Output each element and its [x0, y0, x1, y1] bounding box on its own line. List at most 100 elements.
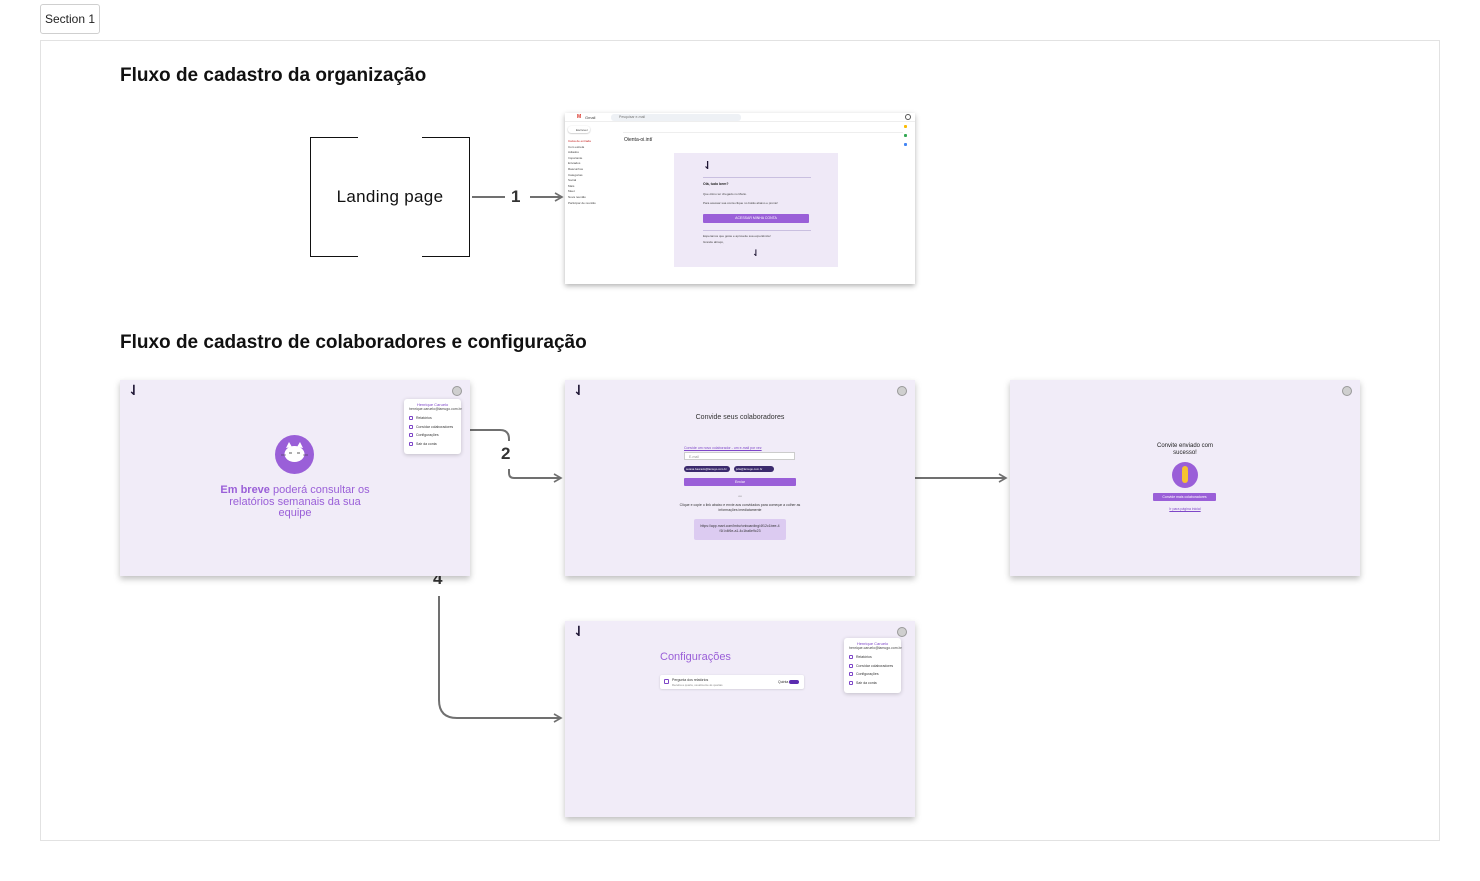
config-row-title: Pergunta dos relatórios — [672, 678, 709, 682]
raised-hand-icon — [1182, 466, 1188, 483]
menu-item-settings[interactable]: Configurações — [849, 670, 896, 679]
account-icon[interactable] — [905, 114, 911, 120]
invite-or-divider: ou — [738, 494, 742, 498]
step-2-number: 2 — [501, 444, 511, 463]
invite-link-box[interactable]: https://app.mart.com/lmbv/onboarding/4f1… — [694, 519, 786, 540]
sidebar-item-important[interactable]: Importante — [568, 155, 583, 160]
home-message-bold: Em breve — [220, 484, 270, 496]
send-invite-button[interactable]: Enviar — [684, 478, 796, 486]
email-search-input[interactable]: Pesquisar e-mail — [611, 114, 741, 121]
menu-item-invite-label: Convidar colaboradores — [856, 663, 894, 668]
success-title: Convite enviado com sucesso! — [1156, 443, 1214, 456]
celebration-hand-icon — [1172, 462, 1198, 488]
sidebar-item-more[interactable]: Mais — [568, 183, 575, 188]
connector-2-a — [451, 429, 510, 441]
calendar-icon — [664, 679, 669, 684]
brand-logo-icon: ⇃ — [573, 383, 585, 399]
config-toggle[interactable] — [789, 680, 799, 684]
email-card-divider-2 — [703, 230, 811, 231]
invite-title: Convide seus colaboradores — [695, 414, 785, 421]
meet-join[interactable]: Participar de reunião — [568, 200, 596, 205]
invite-field-label: Convide um novo colaborador - um e-mail … — [684, 446, 762, 450]
landing-page-node[interactable]: Landing page — [310, 137, 470, 257]
success-screen[interactable]: Convite enviado com sucesso! Convide mai… — [1010, 380, 1360, 576]
menu-item-invite[interactable]: Convidar colaboradores — [409, 423, 456, 432]
menu-item-invite-label: Convidar colaboradores — [416, 424, 454, 429]
keep-icon[interactable] — [904, 125, 907, 128]
sidebar-item-inbox[interactable]: Caixa de entrada — [568, 139, 591, 143]
brand-logo-icon: ⇃ — [573, 624, 585, 640]
user-menu-name: Henrique Caruelo — [416, 402, 449, 407]
landing-page-label: Landing page — [336, 187, 444, 206]
invite-chip-1[interactable]: seiana.baurado@lamugo.com.br — [684, 466, 730, 472]
menu-item-invite[interactable]: Convidar colaboradores — [849, 662, 896, 671]
email-sidebar: Caixa de entrada Com estrela Adiados Imp… — [568, 139, 608, 206]
invite-icon — [849, 663, 853, 668]
sidebar-item-categories[interactable]: Categorias — [568, 172, 583, 177]
section-label[interactable]: Section 1 — [40, 4, 100, 34]
email-search-placeholder: Pesquisar e-mail — [619, 115, 646, 119]
menu-item-reports[interactable]: Relatórios — [849, 653, 896, 662]
sidebar-item-drafts[interactable]: Rascunhos — [568, 166, 584, 171]
invite-screen[interactable]: ⇃ Convide seus colaboradores Convide um … — [565, 380, 915, 576]
email-body-2: Para acessar sua conta clique no botão a… — [703, 201, 779, 205]
brand-logo-icon: ⇃ — [128, 383, 140, 399]
access-account-button[interactable]: ACESSAR MINHA CONTA — [703, 214, 809, 223]
compose-button[interactable]: Escrever — [568, 126, 590, 133]
menu-item-logout-label: Sair da conta — [416, 441, 437, 446]
landing-page-bracket — [310, 137, 470, 257]
invite-chip-1-label: seiana.baurado@lamugo.com.br — [686, 467, 727, 471]
menu-item-logout[interactable]: Sair da conta — [409, 440, 456, 449]
compose-label: Escrever — [576, 127, 588, 132]
user-avatar[interactable] — [897, 627, 907, 637]
gmail-logo-icon: M — [577, 114, 582, 120]
sidebar-item-snoozed[interactable]: Adiados — [568, 150, 579, 155]
tasks-icon[interactable] — [904, 134, 907, 137]
menu-item-logout-label: Sair da conta — [856, 680, 877, 685]
invite-more-button[interactable]: Convide mais colaboradores — [1153, 493, 1216, 501]
invite-email-placeholder: E-mail — [689, 454, 699, 459]
user-avatar[interactable] — [897, 386, 907, 396]
invite-email-input[interactable]: E-mail — [684, 452, 795, 460]
menu-item-logout[interactable]: Sair da conta — [849, 679, 896, 688]
sidebar-item-sent[interactable]: Enviados — [568, 161, 581, 166]
email-card: ⇃ Olá, tudo bem? Que ótimo ter chegado n… — [674, 153, 838, 267]
section-frame — [40, 40, 1440, 841]
email-signature: Grande abraço, — [703, 240, 724, 244]
invite-chip-2[interactable]: julia@lamugo.com.br — [734, 466, 774, 472]
cat-face-icon — [281, 442, 308, 462]
menu-item-reports[interactable]: Relatórios — [409, 414, 456, 423]
config-row-value: Quinta — [778, 680, 789, 684]
menu-item-reports-label: Relatórios — [856, 655, 872, 659]
user-avatar[interactable] — [452, 386, 462, 396]
invite-link-text: https://app.mart.com/lmbv/onboarding/4f1… — [700, 524, 780, 533]
connector-2-b — [508, 469, 563, 483]
go-home-link[interactable]: Ir para página inicial — [1169, 507, 1201, 511]
gear-icon — [849, 672, 853, 677]
logout-icon — [849, 680, 853, 685]
sidebar-item-starred[interactable]: Com estrela — [568, 144, 585, 149]
email-closing: Esperamos que goste e aproveite sua expe… — [703, 234, 771, 238]
meet-label: Meet — [568, 189, 575, 194]
menu-item-settings[interactable]: Configurações — [409, 431, 456, 440]
email-body: Que ótimo ter chegado no Mario. — [703, 192, 747, 196]
menu-item-settings-label: Configurações — [416, 433, 439, 437]
contacts-icon[interactable] — [904, 143, 907, 146]
config-screen[interactable]: ⇃ Configurações Pergunta dos relatórios … — [565, 621, 915, 817]
sidebar-item-social[interactable]: Social — [568, 178, 577, 183]
home-message-rest: poderá consultar os relatórios semanais … — [229, 484, 370, 519]
home-screen[interactable]: ⇃ Henrique Caruelo henrique.caruelo@lamu… — [120, 380, 470, 576]
config-row[interactable]: Pergunta dos relatórios Receba a quarta,… — [660, 675, 804, 689]
email-screen[interactable]: M Gmail Pesquisar e-mail Escrever Caixa … — [565, 113, 915, 284]
meet-new[interactable]: Nova reunião — [568, 194, 586, 199]
reports-icon — [849, 655, 853, 660]
reports-icon — [409, 416, 413, 421]
logout-icon — [409, 441, 413, 446]
brand-logo-icon: ⇃ — [703, 159, 713, 172]
user-avatar[interactable] — [1342, 386, 1352, 396]
heading-org-flow: Fluxo de cadastro da organização — [120, 65, 427, 86]
home-message: Em breve poderá consultar os relatórios … — [215, 484, 375, 520]
config-title: Configurações — [660, 651, 731, 663]
step-4-number: 4 — [433, 569, 443, 588]
gear-icon — [409, 433, 413, 438]
